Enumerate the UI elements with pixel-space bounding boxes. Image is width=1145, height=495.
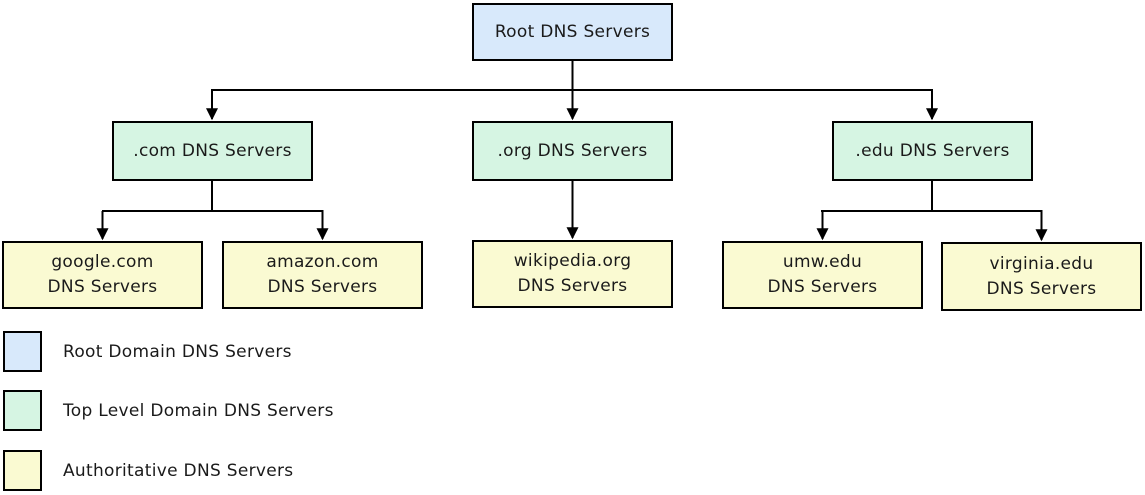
- legend-label-top-level-domain: Top Level Domain DNS Servers: [63, 400, 334, 421]
- legend-swatch-root-domain: [3, 331, 42, 372]
- legend-label-root-domain: Root Domain DNS Servers: [63, 341, 292, 362]
- legend-swatch-authoritative: [3, 450, 42, 491]
- legend-label-authoritative: Authoritative DNS Servers: [63, 460, 294, 481]
- node-wikipedia-dns-servers: wikipedia.org DNS Servers: [472, 240, 673, 308]
- node-virginia-dns-servers: virginia.edu DNS Servers: [941, 242, 1142, 311]
- node-umw-dns-servers: umw.edu DNS Servers: [722, 241, 923, 309]
- legend-item-root-domain: Root Domain DNS Servers: [3, 331, 292, 372]
- legend-item-authoritative: Authoritative DNS Servers: [3, 450, 293, 491]
- node-google-dns-servers: google.com DNS Servers: [2, 241, 203, 309]
- node-root-dns-servers: Root DNS Servers: [472, 3, 673, 61]
- legend-item-top-level-domain: Top Level Domain DNS Servers: [3, 390, 334, 431]
- node-org-dns-servers: .org DNS Servers: [472, 121, 673, 181]
- legend-swatch-top-level-domain: [3, 390, 42, 431]
- node-amazon-dns-servers: amazon.com DNS Servers: [222, 241, 423, 309]
- node-edu-dns-servers: .edu DNS Servers: [832, 121, 1033, 181]
- node-com-dns-servers: .com DNS Servers: [112, 121, 313, 181]
